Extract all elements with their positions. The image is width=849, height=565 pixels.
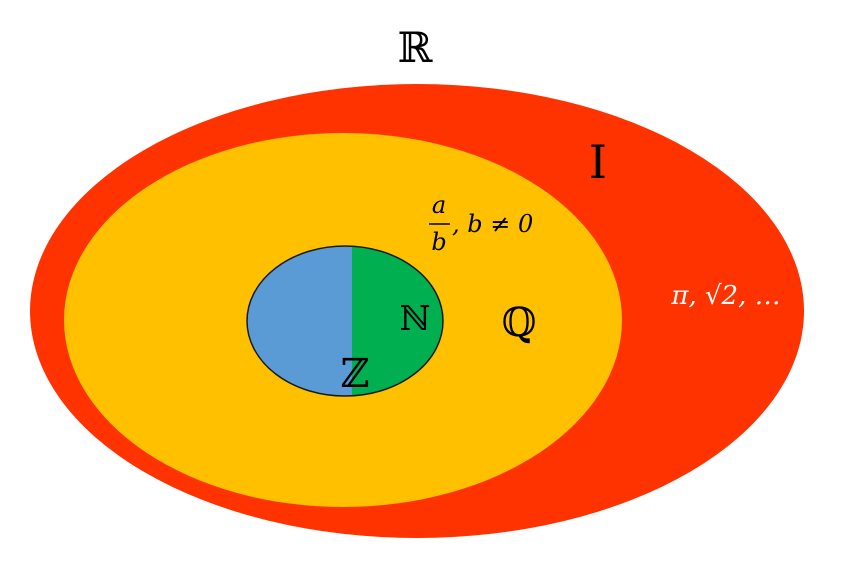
rational-definition: a b , b ≠ 0	[429, 191, 533, 256]
rationals-label: ℚ	[502, 300, 537, 346]
irrationals-label: I	[589, 135, 607, 189]
reals-label: ℝ	[398, 23, 434, 72]
naturals-region	[352, 246, 443, 396]
integers-outline	[246, 245, 444, 397]
fraction-numerator: a	[432, 191, 446, 219]
fraction-condition: , b ≠ 0	[452, 210, 533, 238]
integers-label: ℤ	[340, 351, 369, 397]
irrationals-examples: π, √2, …	[670, 281, 780, 311]
naturals-label: ℕ	[399, 299, 430, 339]
fraction-denominator: b	[431, 228, 446, 256]
integers-region	[247, 246, 352, 396]
